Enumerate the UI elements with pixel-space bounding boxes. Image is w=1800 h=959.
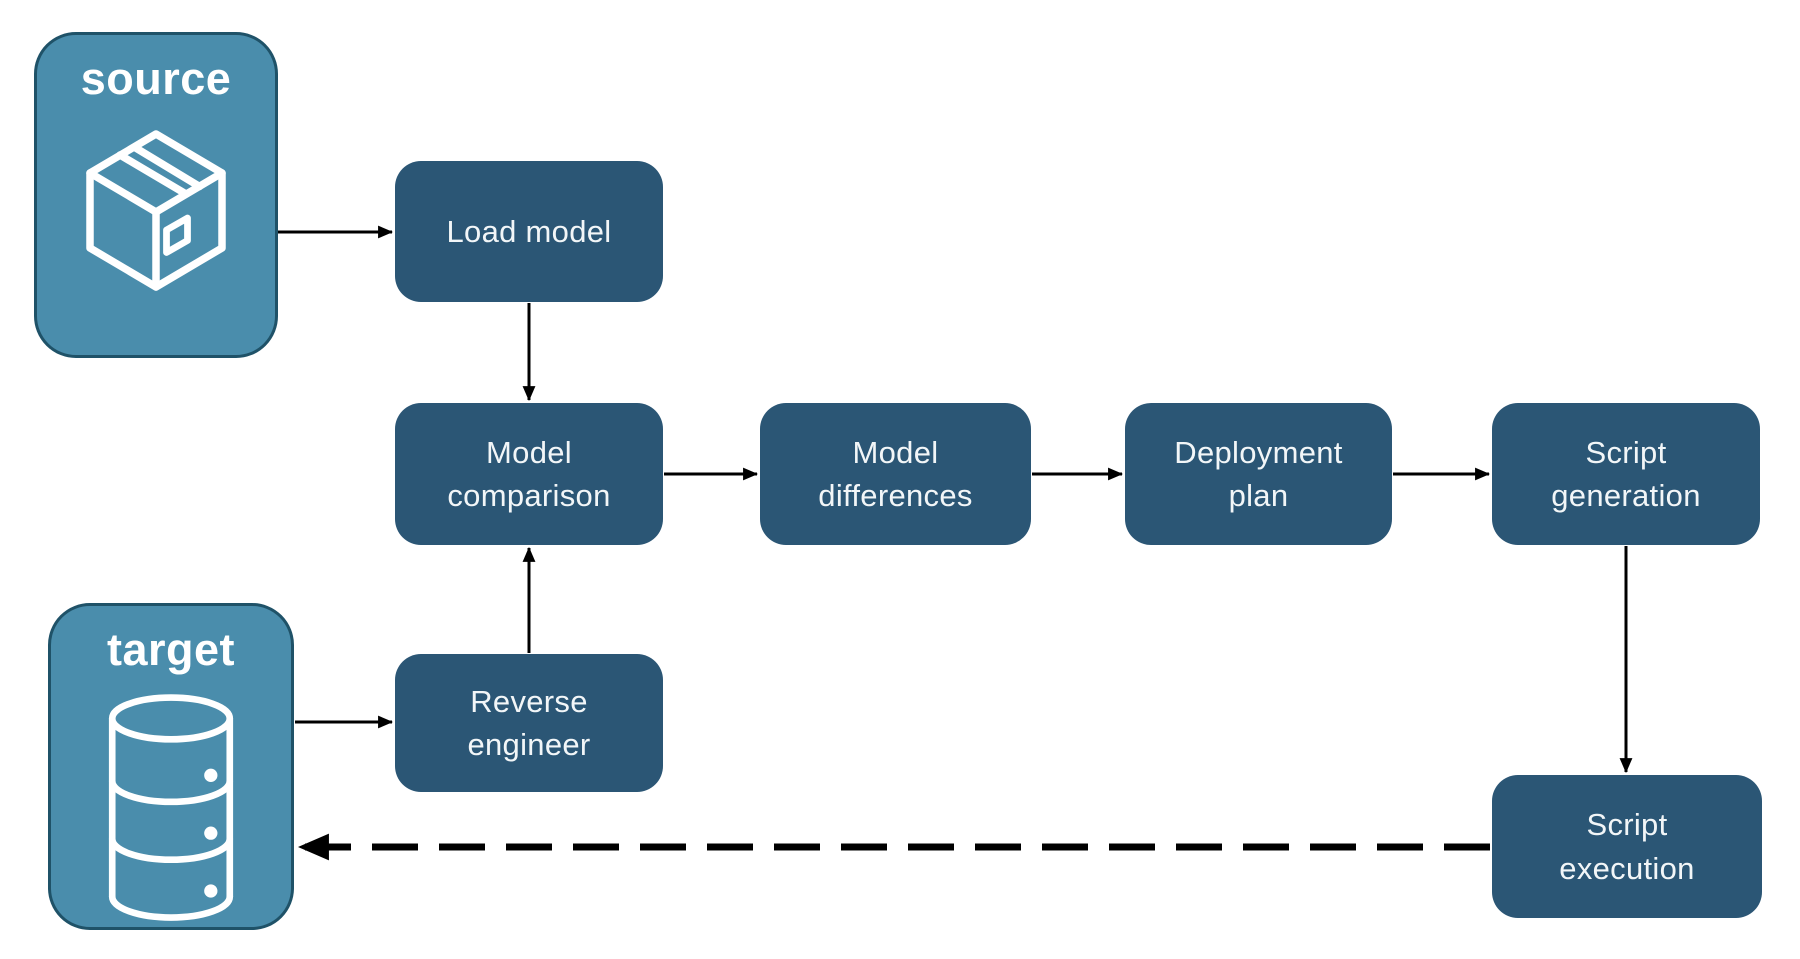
step-label: Model differences [818, 434, 973, 513]
step-label: Script execution [1559, 807, 1695, 886]
source-label: source [80, 53, 232, 104]
target-label: target [106, 624, 236, 675]
step-label: Script generation [1551, 434, 1701, 513]
source-node: source [34, 32, 278, 358]
step-model-comparison: Model comparison [395, 403, 663, 545]
step-model-differences: Model differences [760, 403, 1031, 545]
step-label: Reverse engineer [467, 683, 591, 762]
target-node: target [48, 603, 294, 930]
step-label: Deployment plan [1174, 434, 1343, 513]
step-load-model: Load model [395, 161, 663, 302]
step-script-generation: Script generation [1492, 403, 1760, 545]
step-label: Model comparison [447, 434, 611, 513]
database-icon [108, 694, 234, 921]
package-icon [86, 130, 226, 291]
step-deployment-plan: Deployment plan [1125, 403, 1392, 545]
step-reverse-engineer: Reverse engineer [395, 654, 663, 792]
step-script-execution: Script execution [1492, 775, 1762, 918]
step-label: Load model [446, 213, 612, 249]
